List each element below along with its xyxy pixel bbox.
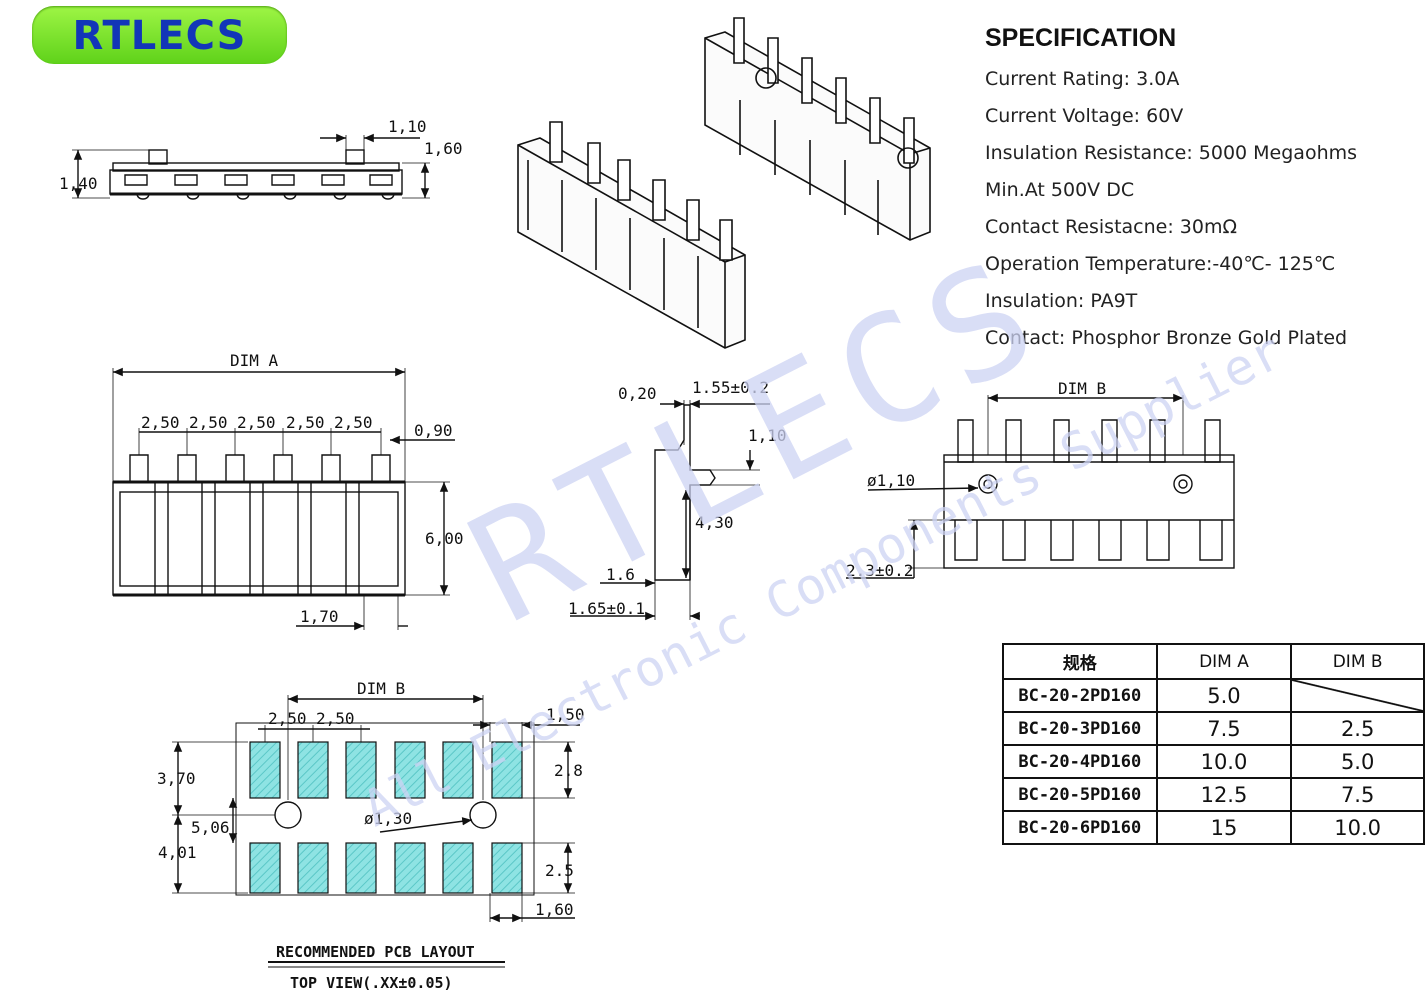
spec-row: Current Rating: 3.0A [985, 68, 1180, 90]
dim-label: 6,00 [425, 529, 464, 548]
dim-label: 2,50 [141, 413, 180, 432]
dim-label: ø1,30 [364, 809, 412, 828]
dim-label: 2.3±0.2 [846, 561, 913, 580]
table-cell-dim-b: 2.5 [1290, 711, 1425, 746]
dim-label: 2,50 [334, 413, 373, 432]
dimension-table: 规格 DIM A DIM B BC-20-2PD160 5.0 BC-20-3P… [1002, 643, 1425, 845]
table-row: BC-20-5PD160 12.5 7.5 [1002, 777, 1425, 812]
pcb-pads [249, 741, 523, 894]
dim-label: 1,60 [424, 139, 463, 158]
table-cell-part: BC-20-2PD160 [1002, 678, 1158, 713]
spec-row: Contact: Phosphor Bronze Gold Plated [985, 327, 1348, 349]
dim-label: 1,50 [546, 705, 585, 724]
spec-row: Insulation: PA9T [985, 290, 1138, 312]
dim-b-label: DIM B [1058, 379, 1106, 398]
brand-logo-text: RTLECS [72, 13, 247, 59]
dim-label: 1,10 [388, 117, 427, 136]
spec-row: Operation Temperature:-40℃- 125℃ [985, 253, 1336, 275]
front-view-drawing [112, 367, 455, 631]
dim-label: 1,70 [300, 607, 339, 626]
table-header: 规格 [1002, 643, 1158, 680]
spec-row: Current Voltage: 60V [985, 105, 1184, 127]
table-cell-dim-a: 15 [1155, 810, 1293, 845]
isometric-view-front [517, 121, 746, 349]
dim-label: 0,90 [414, 421, 453, 440]
dim-label: 1,60 [535, 900, 574, 919]
table-header: DIM A [1155, 643, 1293, 680]
pcb-layout-drawing [172, 694, 580, 968]
table-cell-part: BC-20-3PD160 [1002, 711, 1158, 746]
isometric-view-back [704, 17, 931, 241]
table-cell-dim-b: 7.5 [1290, 777, 1425, 812]
table-cell-part: BC-20-4PD160 [1002, 744, 1158, 779]
dim-label: 1,10 [748, 426, 787, 445]
table-header: DIM B [1290, 643, 1425, 680]
table-cell-part: BC-20-5PD160 [1002, 777, 1158, 812]
dim-label: 2,50 [237, 413, 276, 432]
dim-label: 0,20 [618, 384, 657, 403]
spec-row: Contact Resistacne: 30mΩ [985, 216, 1237, 238]
dim-label: 5,06 [191, 818, 230, 837]
dim-label: ø1,10 [867, 471, 915, 490]
dim-label: 4,01 [158, 843, 197, 862]
side-view-drawing [72, 133, 430, 200]
table-cell-dim-a: 12.5 [1155, 777, 1293, 812]
dim-label: 2.8 [554, 761, 583, 780]
spec-row: Insulation Resistance: 5000 Megaohms [985, 142, 1358, 164]
dim-label: 3,70 [157, 769, 196, 788]
dim-label: 1.65±0.1 [568, 599, 645, 618]
table-row: BC-20-2PD160 5.0 [1002, 678, 1425, 713]
table-row: BC-20-3PD160 7.5 2.5 [1002, 711, 1425, 746]
table-cell-part: BC-20-6PD160 [1002, 810, 1158, 845]
dim-label: 2,50 [316, 709, 355, 728]
pcb-caption-title: RECOMMENDED PCB LAYOUT [276, 943, 475, 961]
spec-row: Min.At 500V DC [985, 179, 1135, 201]
back-view-drawing [846, 393, 1235, 579]
table-row: BC-20-4PD160 10.0 5.0 [1002, 744, 1425, 779]
table-header-row: 规格 DIM A DIM B [1002, 643, 1425, 680]
table-cell-dim-b: 5.0 [1290, 744, 1425, 779]
dim-label: 1.6 [606, 565, 635, 584]
dim-label: 2,50 [268, 709, 307, 728]
dim-label: 4,30 [695, 513, 734, 532]
table-cell-dim-a: 7.5 [1155, 711, 1293, 746]
table-row: BC-20-6PD160 15 10.0 [1002, 810, 1425, 845]
dim-a-label: DIM A [230, 351, 279, 370]
pcb-caption-subtitle: TOP VIEW(.XX±0.05) [290, 974, 453, 992]
dim-label: 2,50 [189, 413, 228, 432]
dim-b-label: DIM B [357, 679, 405, 698]
table-cell-dim-a: 10.0 [1155, 744, 1293, 779]
profile-view-drawing [570, 399, 770, 621]
brand-logo: RTLECS [32, 6, 287, 64]
table-cell-dim-b-empty [1290, 678, 1425, 713]
table-cell-dim-a: 5.0 [1155, 678, 1293, 713]
table-cell-dim-b: 10.0 [1290, 810, 1425, 845]
dim-label: 1,40 [59, 174, 98, 193]
dim-label: 1.55±0.2 [692, 378, 769, 397]
specification-panel: SPECIFICATION Current Rating: 3.0A Curre… [985, 24, 1415, 357]
dim-label: 2.5 [545, 861, 574, 880]
specification-title: SPECIFICATION [985, 24, 1177, 52]
dim-label: 2,50 [286, 413, 325, 432]
